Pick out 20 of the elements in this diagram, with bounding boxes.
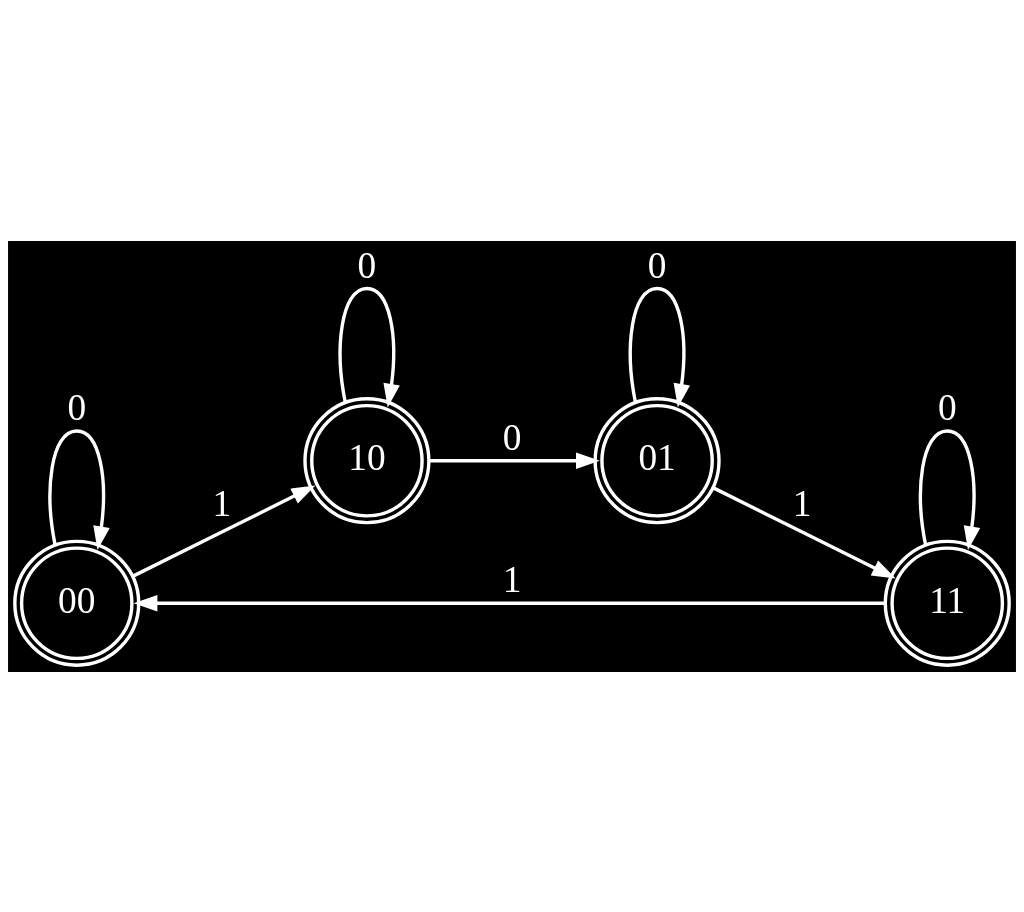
- node-circle: 10: [303, 396, 431, 524]
- arrow: [48, 428, 110, 550]
- edge-label: 0: [357, 244, 377, 286]
- edge-label: 1: [502, 558, 522, 600]
- edge-label: 1: [792, 482, 812, 524]
- node-circle: 00: [13, 539, 141, 667]
- arrow: [628, 286, 691, 408]
- arrow: [712, 485, 896, 578]
- edge-label: 0: [937, 386, 957, 428]
- node-circle: 11: [883, 539, 1011, 667]
- arrow: [132, 485, 316, 578]
- edge-label: 0: [502, 416, 522, 458]
- edge-label: 0: [647, 244, 667, 286]
- arrow: [133, 594, 886, 612]
- arrow: [338, 286, 400, 408]
- arrow: [918, 428, 981, 550]
- edge-label: 0: [67, 386, 87, 428]
- arrow: [429, 451, 600, 469]
- edge-label: 1: [212, 482, 232, 524]
- node-circle: 01: [593, 396, 721, 524]
